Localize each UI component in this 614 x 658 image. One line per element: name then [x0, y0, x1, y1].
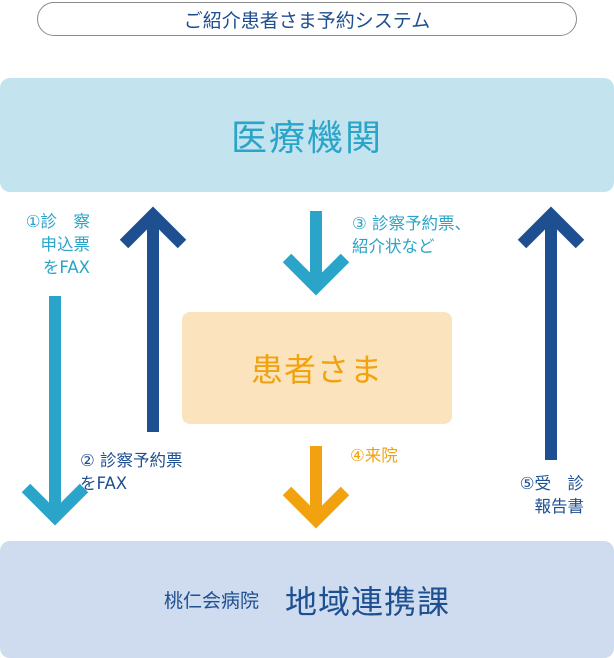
patient-box: 患者さま — [182, 312, 452, 424]
arrow-step2 — [119, 206, 187, 432]
hospital-liaison-box: 桃仁会病院 地域連携課 — [0, 541, 614, 658]
system-title: ご紹介患者さま予約システム — [37, 2, 577, 36]
arrow-step1 — [21, 296, 89, 526]
medical-institution-box: 医療機関 — [0, 78, 614, 192]
liaison-department: 地域連携課 — [285, 582, 451, 621]
step1-label: ①診 察 申込票 をFAX — [25, 212, 90, 277]
step4-label: ④来院 — [350, 446, 398, 465]
step2-label: ② 診察予約票 をFAX — [80, 451, 183, 493]
step3-label: ③ 診察予約票、 紹介状など — [352, 214, 472, 256]
arrow-step4 — [282, 446, 350, 529]
hospital-name: 桃仁会病院 — [163, 590, 259, 612]
step5-label: ⑤受 診 報告書 — [519, 474, 584, 516]
arrow-step5 — [517, 206, 585, 460]
arrow-step3 — [282, 211, 350, 296]
